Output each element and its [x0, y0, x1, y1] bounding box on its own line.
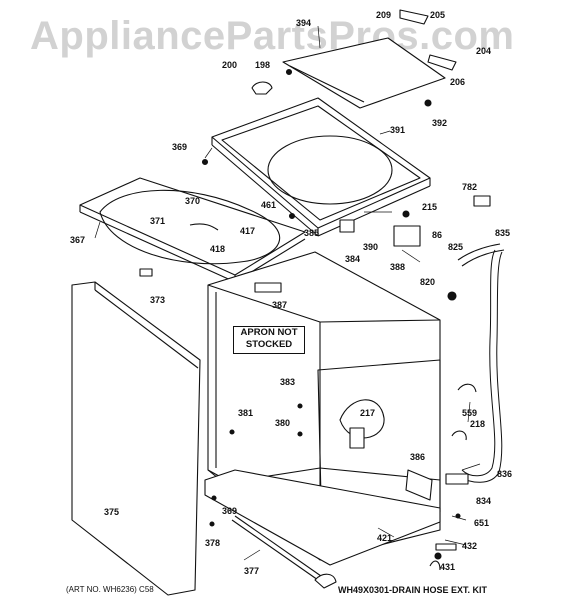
callout-559: 559: [462, 408, 478, 418]
callout-373: 373: [150, 295, 166, 305]
callout-782: 782: [462, 182, 478, 192]
callout-204: 204: [476, 46, 492, 56]
callout-206: 206: [450, 77, 466, 87]
callout-651: 651: [474, 518, 490, 528]
callout-367: 367: [70, 235, 86, 245]
callout-380: 380: [275, 418, 291, 428]
hose-825: [457, 243, 505, 267]
watermark: AppliancePartsPros.com: [30, 14, 515, 58]
callout-417: 417: [240, 226, 256, 236]
callout-820: 820: [420, 277, 436, 287]
callout-381: 381: [238, 408, 254, 418]
callout-388: 388: [390, 262, 406, 272]
callout-369-top: 369: [172, 142, 188, 152]
callout-377: 377: [244, 566, 260, 576]
apron-note-line2: STOCKED: [245, 339, 293, 350]
callout-386: 386: [410, 452, 426, 462]
callout-370: 370: [185, 196, 201, 206]
base-rail: [204, 469, 441, 581]
callout-418: 418: [210, 244, 226, 254]
callout-384: 384: [345, 254, 361, 264]
small-parts: [201, 68, 466, 560]
callout-375: 375: [104, 507, 120, 517]
apron-note-line1: APRON NOT: [240, 327, 298, 338]
callout-200: 200: [222, 60, 238, 70]
drain-hose-kit-note: WH49X0301-DRAIN HOSE EXT. KIT: [338, 585, 488, 595]
callout-392: 392: [432, 118, 448, 128]
apron-not-stocked-note: APRON NOT STOCKED: [233, 326, 305, 354]
lid: [282, 37, 446, 109]
callout-218: 218: [470, 419, 486, 429]
callout-215: 215: [422, 202, 438, 212]
callout-217: 217: [360, 408, 376, 418]
callout-825: 825: [448, 242, 464, 252]
callout-383: 383: [280, 377, 296, 387]
callout-371: 371: [150, 216, 166, 226]
drain-hose: [457, 249, 503, 483]
callout-198: 198: [255, 60, 271, 70]
callout-461: 461: [261, 200, 277, 210]
callout-431: 431: [440, 562, 456, 572]
callout-385: 385: [304, 228, 320, 238]
callout-369-bottom: 369: [222, 506, 238, 516]
art-number: (ART NO. WH6236) C58: [66, 585, 154, 594]
callout-378: 378: [205, 538, 221, 548]
callout-390: 390: [363, 242, 379, 252]
callout-394: 394: [296, 18, 312, 28]
callout-836: 836: [497, 469, 513, 479]
top-cover: [211, 97, 431, 237]
parts-outlines: [139, 9, 491, 589]
callout-834: 834: [476, 496, 492, 506]
callout-209: 209: [376, 10, 392, 20]
apron-panel: [71, 281, 201, 596]
callout-205: 205: [430, 10, 446, 20]
callout-387: 387: [272, 300, 288, 310]
callout-421: 421: [377, 533, 393, 543]
callout-86: 86: [432, 230, 443, 240]
callout-432: 432: [462, 541, 478, 551]
callout-391: 391: [390, 125, 406, 135]
callout-835: 835: [495, 228, 511, 238]
